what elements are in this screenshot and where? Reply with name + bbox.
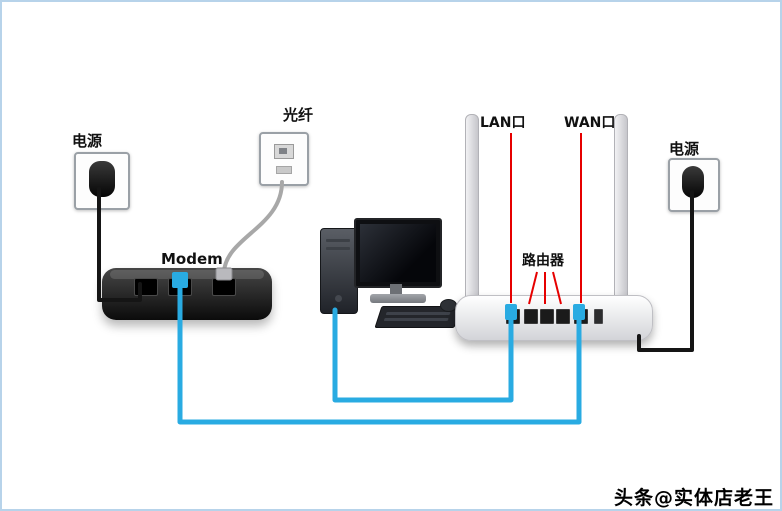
tower-power-button-icon [335,295,342,302]
label-router: 路由器 [522,253,564,269]
modem-lan-port [168,278,192,296]
router-wan-port [574,309,588,324]
power-outlet-right [668,158,720,212]
power-outlet-left [74,152,130,210]
router-lan-port-1 [506,309,520,324]
router-power-button-icon [594,309,603,324]
router-lan-port-3 [540,309,554,324]
modem-line-port [212,278,236,296]
label-fiber: 光纤 [283,106,314,124]
power-plug-right-icon [682,166,704,198]
modem-device [102,268,272,320]
label-modem: Modem [161,250,223,268]
power-plug-left-icon [89,161,115,197]
router-device [455,295,653,341]
computer-tower [320,228,358,314]
watermark-text: 头条@实体店老王 [613,487,774,509]
label-lan-port: LAN口 [480,115,526,131]
label-wan-port: WAN口 [564,115,616,131]
label-power-left: 电源 [72,132,103,150]
monitor-base [370,294,426,303]
computer-monitor [354,218,442,288]
cable-fiber [222,180,284,274]
fiber-wall-jack [259,132,309,186]
fiber-port-icon [274,144,294,159]
router-antenna-right [614,114,628,300]
router-lan-port-4 [556,309,570,324]
modem-power-port [134,278,158,296]
fiber-jack-slot [276,166,292,174]
router-lan-port-2 [524,309,538,324]
label-power-right: 电源 [669,140,700,158]
router-antenna-left [465,114,479,300]
